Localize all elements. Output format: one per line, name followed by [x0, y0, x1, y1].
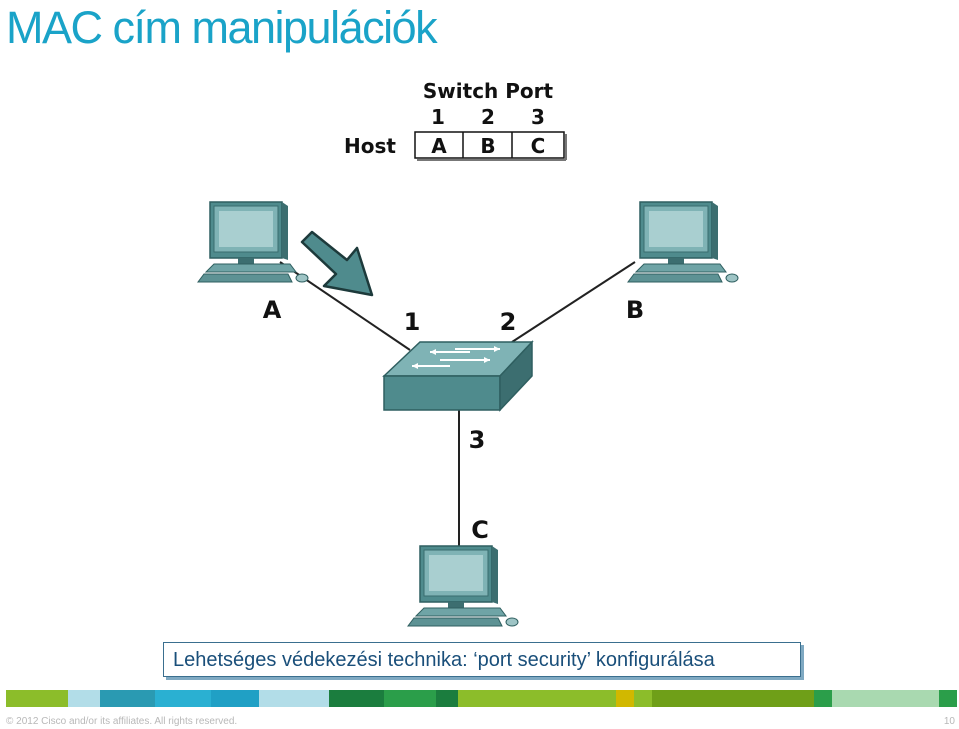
- footer-segment: [100, 690, 155, 707]
- copyright-text: © 2012 Cisco and/or its affiliates. All …: [6, 716, 238, 727]
- switch-icon: [382, 340, 534, 412]
- network-diagram: Switch Port 1 2 3 Host A B C A B C 1 2 3: [197, 79, 739, 627]
- footer-segment: [6, 690, 68, 707]
- computer-icon-b: [627, 201, 739, 283]
- table-port-2: 2: [481, 105, 495, 129]
- host-label-c: C: [471, 516, 489, 544]
- footer-segment: [68, 690, 100, 707]
- link-b-switch: [511, 261, 636, 343]
- footer-segment: [436, 690, 458, 707]
- footer-segment: [506, 690, 616, 707]
- page-number: 10: [943, 716, 955, 727]
- footer-color-bar: [6, 690, 957, 707]
- footer-segment: [832, 690, 939, 707]
- host-label-b: B: [626, 296, 644, 324]
- table-host-b: B: [480, 134, 495, 158]
- footer-segment: [814, 690, 832, 707]
- computer-icon-a: [197, 201, 309, 283]
- table-header: Switch Port: [423, 79, 554, 103]
- footer-segment: [616, 690, 634, 707]
- port-label-3: 3: [469, 426, 486, 454]
- host-label-a: A: [263, 296, 282, 324]
- table-port-1: 1: [431, 105, 445, 129]
- footer-segment: [155, 690, 211, 707]
- footer-segment: [384, 690, 436, 707]
- callout-box: Lehetséges védekezési technika: ‘port se…: [163, 642, 801, 677]
- footer-segment: [329, 690, 384, 707]
- footer-segment: [259, 690, 329, 707]
- footer-segment: [652, 690, 814, 707]
- table-host-c: C: [531, 134, 546, 158]
- footer-segment: [211, 690, 259, 707]
- table-grid: [414, 131, 565, 159]
- port-label-2: 2: [500, 308, 517, 336]
- table-host-a: A: [431, 134, 447, 158]
- footer-segment: [939, 690, 957, 707]
- computer-icon-c: [407, 545, 519, 627]
- table-port-3: 3: [531, 105, 545, 129]
- arrow-icon: [300, 230, 374, 297]
- table-row-label: Host: [344, 134, 396, 158]
- port-label-1: 1: [404, 308, 421, 336]
- footer-segment: [634, 690, 652, 707]
- footer-segment: [458, 690, 506, 707]
- slide-title: MAC cím manipulációk: [6, 2, 438, 53]
